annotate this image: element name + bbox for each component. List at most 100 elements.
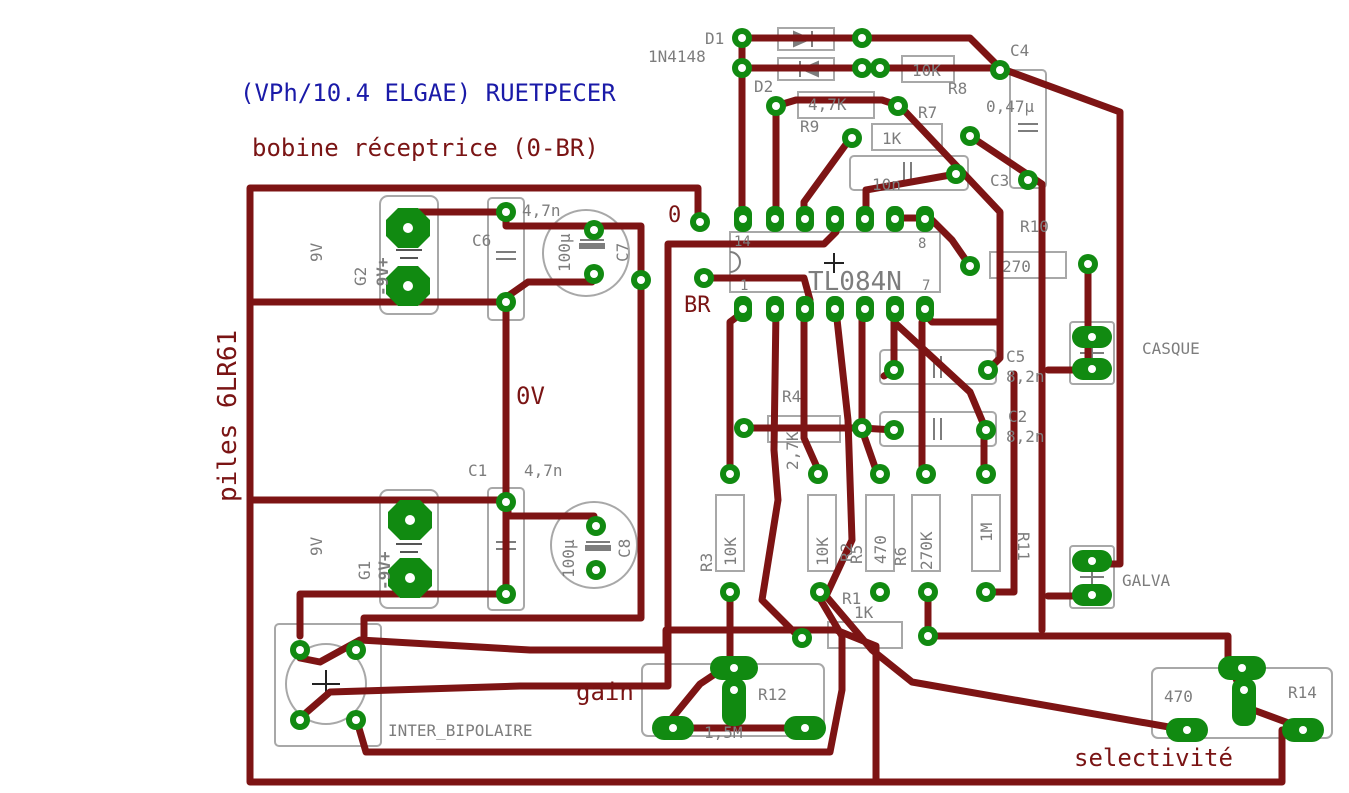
r6-outline bbox=[911, 494, 941, 572]
g2-value: 9V bbox=[307, 242, 326, 262]
c7-name: C7 bbox=[613, 243, 632, 262]
r12-name: R12 bbox=[758, 685, 787, 704]
r10-value: 270 bbox=[1002, 257, 1031, 276]
c8-name: C8 bbox=[615, 539, 634, 558]
r4-name: R4 bbox=[782, 387, 801, 406]
zero-v-label: 0V bbox=[516, 382, 545, 410]
r3-outline bbox=[715, 494, 745, 572]
r1-outline bbox=[827, 621, 903, 649]
gain-label: gain bbox=[576, 678, 634, 706]
r1-name: R1 bbox=[842, 589, 861, 608]
r4-value: 2,7K bbox=[783, 431, 802, 470]
ic-name: TL084N bbox=[808, 267, 902, 297]
switch-knob-outline bbox=[285, 643, 367, 725]
r11-outline bbox=[971, 494, 1001, 572]
battery-g1-outline bbox=[379, 489, 439, 609]
d2-name: D2 bbox=[754, 77, 773, 96]
trace-c7-minus bbox=[504, 278, 596, 306]
r10-outline bbox=[989, 251, 1067, 279]
c2-value: 8,2n bbox=[1006, 427, 1045, 446]
r7-value: 1K bbox=[882, 129, 902, 148]
copper-text: bobine réceptrice (0-BR) 0 BR 0V gain se… bbox=[213, 134, 1233, 772]
r2-name: R2 bbox=[837, 543, 856, 562]
trace-ic3 bbox=[800, 306, 824, 478]
r5-name: R5 bbox=[847, 545, 866, 564]
oblong-pads bbox=[652, 326, 1324, 742]
ic-notch bbox=[729, 251, 741, 273]
trace-r7-out bbox=[966, 132, 1046, 634]
trace-switch-to-ic bbox=[296, 214, 840, 722]
diode-value: 1N4148 bbox=[648, 47, 706, 66]
c2-name: C2 bbox=[1008, 407, 1027, 426]
trace-r6-r14 bbox=[924, 588, 1232, 668]
switch-outline bbox=[274, 623, 382, 747]
br-label: BR bbox=[684, 293, 711, 318]
round-pads bbox=[290, 28, 1098, 730]
c1-name: C1 bbox=[468, 461, 487, 480]
r10-name: R10 bbox=[1020, 217, 1049, 236]
c7-value: 100μ bbox=[555, 233, 574, 272]
c3-value: 10n bbox=[872, 175, 901, 194]
c7-outline bbox=[542, 209, 630, 297]
ic-pin8: 8 bbox=[918, 236, 926, 252]
c3-name: C3 bbox=[990, 171, 1009, 190]
c4-name: C4 bbox=[1010, 41, 1029, 60]
zero-label: 0 bbox=[668, 203, 681, 228]
r5-outline bbox=[865, 494, 895, 572]
trace-ic5 bbox=[858, 306, 880, 474]
r9-value: 4,7K bbox=[808, 95, 847, 114]
r3-name: R3 bbox=[697, 553, 716, 572]
c5-value: 8,2n bbox=[1006, 367, 1045, 386]
board-title: (VPh/10.4 ELGAE) RUETPECER bbox=[240, 79, 616, 107]
r5-value: 470 bbox=[871, 535, 890, 564]
c8-value: 100μ bbox=[559, 539, 578, 578]
c4-value: 0,47μ bbox=[986, 97, 1035, 116]
trace-r7-in bbox=[800, 132, 856, 222]
r7-name: R7 bbox=[918, 103, 937, 122]
trace-r10-in bbox=[896, 214, 974, 270]
g2-polarity: -9V+ bbox=[373, 257, 392, 296]
trace-ic2 bbox=[758, 306, 806, 644]
battery-g2-outline bbox=[379, 195, 439, 315]
r8-name: R8 bbox=[948, 79, 967, 98]
g1-name: G1 bbox=[355, 561, 374, 580]
trace-casque-a bbox=[1044, 260, 1092, 374]
piles-label: piles 6LR61 bbox=[213, 330, 243, 502]
g1-polarity: -9V+ bbox=[375, 551, 394, 590]
c8-outline bbox=[550, 501, 638, 589]
c1-value: 4,7n bbox=[524, 461, 563, 480]
r12-value: 1,5M bbox=[704, 723, 743, 742]
ic-pin1: 1 bbox=[740, 278, 748, 294]
trace-ic1-r3 bbox=[726, 306, 750, 478]
selectivite-label: selectivité bbox=[1074, 744, 1233, 772]
casque-outline bbox=[1069, 321, 1115, 385]
r2-outline bbox=[807, 494, 837, 572]
battery-pads bbox=[386, 208, 432, 598]
trace-c8-plus bbox=[504, 496, 598, 520]
ic-pins-bottom bbox=[734, 296, 934, 322]
trace-switch-net bbox=[296, 626, 880, 786]
galva-outline bbox=[1069, 545, 1115, 609]
switch-label: INTER_BIPOLAIRE bbox=[388, 721, 533, 740]
ic-pin7: 7 bbox=[922, 278, 930, 294]
pads bbox=[290, 28, 1324, 742]
casque-label: CASQUE bbox=[1142, 339, 1200, 358]
r11-value: 1M bbox=[977, 523, 996, 542]
galva-label: GALVA bbox=[1122, 571, 1171, 590]
r14-value: 470 bbox=[1164, 687, 1193, 706]
ic-pins-top bbox=[734, 206, 934, 232]
c6-value: 4,7n bbox=[522, 201, 561, 220]
silkscreen-text: D1 1N4148 D2 10K R8 C4 0,47μ 4,7K R9 R7 … bbox=[307, 29, 1317, 742]
trace-bobine-frame bbox=[246, 184, 882, 786]
c6-name: C6 bbox=[472, 231, 491, 250]
d1-name: D1 bbox=[705, 29, 724, 48]
r1-value: 1K bbox=[854, 603, 874, 622]
r9-outline bbox=[797, 91, 875, 119]
r14-name: R14 bbox=[1288, 683, 1317, 702]
c5-name: C5 bbox=[1006, 347, 1025, 366]
trace-switch-bottom bbox=[352, 588, 846, 756]
r8-value: 10K bbox=[912, 61, 941, 80]
r3-value: 10K bbox=[721, 537, 740, 566]
trace-br bbox=[700, 274, 814, 304]
